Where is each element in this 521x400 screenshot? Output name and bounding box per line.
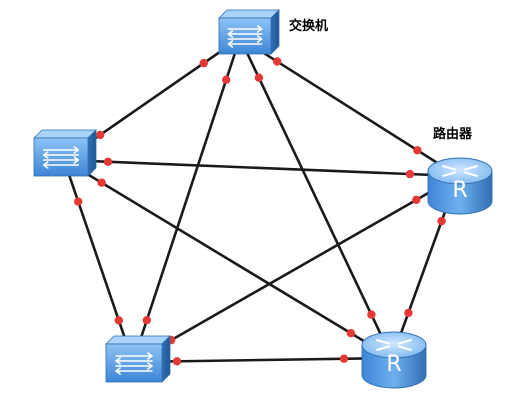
link-sw-top-rt-bottom	[238, 36, 394, 360]
router-icon: R	[361, 331, 427, 389]
router-label: 路由器	[433, 127, 473, 142]
devices-layer: RR	[33, 9, 493, 389]
link-sw-left-sw-bottom	[62, 158, 135, 364]
link-rt-right-sw-bottom	[131, 174, 460, 364]
router-letter: R	[386, 352, 401, 377]
port-dot	[405, 169, 415, 179]
port-dot	[339, 354, 349, 363]
port-dot	[404, 308, 413, 318]
port-dot	[273, 57, 282, 66]
switch-icon	[218, 9, 280, 55]
port-dot	[97, 178, 106, 187]
port-dot	[172, 357, 182, 366]
port-dot	[413, 146, 422, 155]
link-sw-bottom-rt-bottom	[131, 356, 394, 364]
port-dot	[199, 58, 208, 68]
link-sw-top-sw-bottom	[131, 36, 242, 364]
port-dot	[103, 157, 113, 166]
ports-layer	[74, 57, 446, 366]
router-icon: R	[427, 157, 493, 215]
switch-icon	[105, 335, 171, 383]
port-dot	[346, 329, 356, 338]
port-dot	[254, 73, 264, 82]
links-layer	[62, 36, 460, 364]
router-letter: R	[452, 178, 467, 203]
port-dot	[412, 195, 421, 204]
port-dot	[114, 316, 124, 325]
port-dot	[367, 310, 376, 319]
switch-label: 交换机	[289, 19, 329, 34]
port-dot	[96, 130, 105, 140]
switch-icon	[33, 129, 97, 177]
port-dot	[74, 197, 83, 206]
port-dot	[222, 75, 231, 85]
port-dot	[437, 216, 446, 226]
link-sw-left-rt-right	[62, 158, 460, 178]
link-sw-left-rt-bottom	[62, 158, 394, 360]
port-dot	[142, 316, 151, 325]
